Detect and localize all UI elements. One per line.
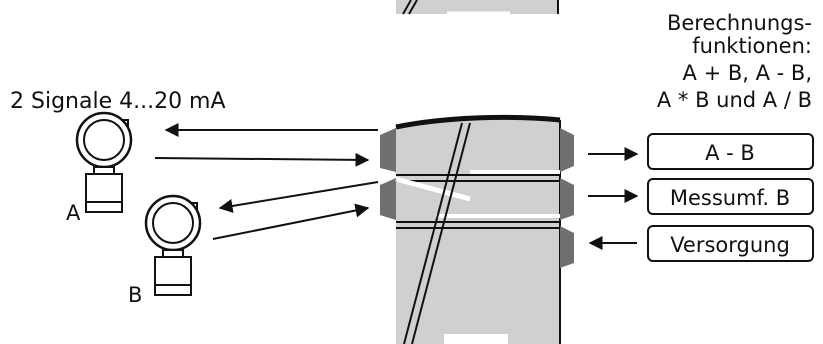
output-box-measurement-b-label: Messumf. B [670,186,790,210]
transmitter-b-label: B [128,283,142,307]
calc-title-line-2: funktionen: [692,34,812,58]
calc-title-line-3: A + B, A - B, [683,61,812,85]
output-box-result-label: A - B [705,141,755,165]
pressure-transmitter-icon [144,194,202,297]
output-box-supply: Versorgung [647,225,814,262]
upper-module-fragment [396,0,559,15]
output-box-supply-label: Versorgung [670,233,790,257]
signal-arrow-icon [154,152,370,167]
calc-title-line-1: Berechnungs- [667,11,812,35]
calc-title-line-4: A * B und A / B [657,88,812,112]
signal-arrow-icon [212,203,370,240]
transmitter-a-label: A [66,201,81,225]
signals-label: 2 Signale 4...20 mA [10,89,226,114]
signal-arrow-icon [218,181,379,213]
output-box-measurement-b: Messumf. B [647,178,814,215]
output-box-result: A - B [647,133,814,170]
module-housing-icon [380,114,574,344]
pressure-transmitter-icon [75,111,133,214]
